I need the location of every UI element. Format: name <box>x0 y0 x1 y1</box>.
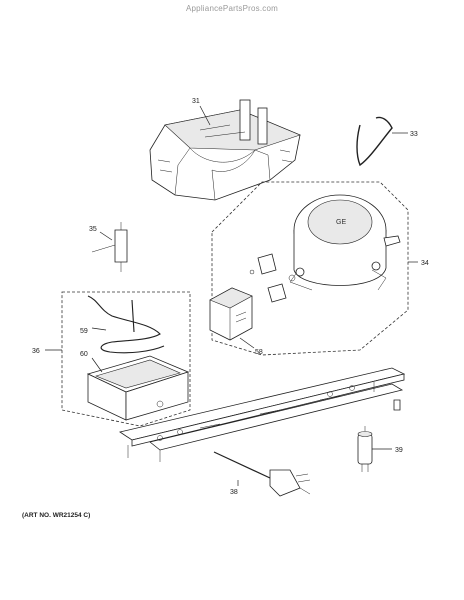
leader-31 <box>199 105 211 126</box>
leader-60 <box>91 357 103 373</box>
callout-60[interactable]: 60 <box>80 351 88 358</box>
part-33-tube[interactable] <box>356 116 393 167</box>
part-60-drain-pan[interactable] <box>86 355 190 421</box>
part-34-compressor[interactable]: GE <box>289 194 401 291</box>
group-36-boundary <box>61 291 191 427</box>
group-34-boundary <box>211 181 409 356</box>
callout-39[interactable]: 39 <box>395 447 403 454</box>
part-38-power-cord[interactable] <box>213 451 311 497</box>
mounting-rails[interactable] <box>119 367 406 462</box>
part-39-capacitor[interactable] <box>357 426 373 472</box>
callout-31[interactable]: 31 <box>192 98 200 105</box>
callout-38[interactable]: 38 <box>230 489 238 496</box>
leader-58 <box>239 337 255 349</box>
part-59-heater-coil[interactable] <box>87 295 165 354</box>
leader-35 <box>99 231 113 241</box>
callout-34[interactable]: 34 <box>421 260 429 267</box>
callout-59[interactable]: 59 <box>80 328 88 335</box>
part-58-relay-box[interactable] <box>209 287 253 341</box>
art-number-label: (ART NO. WR21254 C) <box>22 512 91 519</box>
part-31-mounting-tray[interactable] <box>149 99 301 201</box>
watermark-text: AppliancePartsPros.com <box>186 4 278 13</box>
callout-58[interactable]: 58 <box>255 349 263 356</box>
svg-text:GE: GE <box>336 219 346 226</box>
start-relay-parts[interactable] <box>249 253 296 303</box>
part-35-drier[interactable] <box>91 222 128 272</box>
callout-35[interactable]: 35 <box>89 226 97 233</box>
callout-33[interactable]: 33 <box>410 131 418 138</box>
callout-36[interactable]: 36 <box>32 348 40 355</box>
leader-59 <box>91 327 107 331</box>
